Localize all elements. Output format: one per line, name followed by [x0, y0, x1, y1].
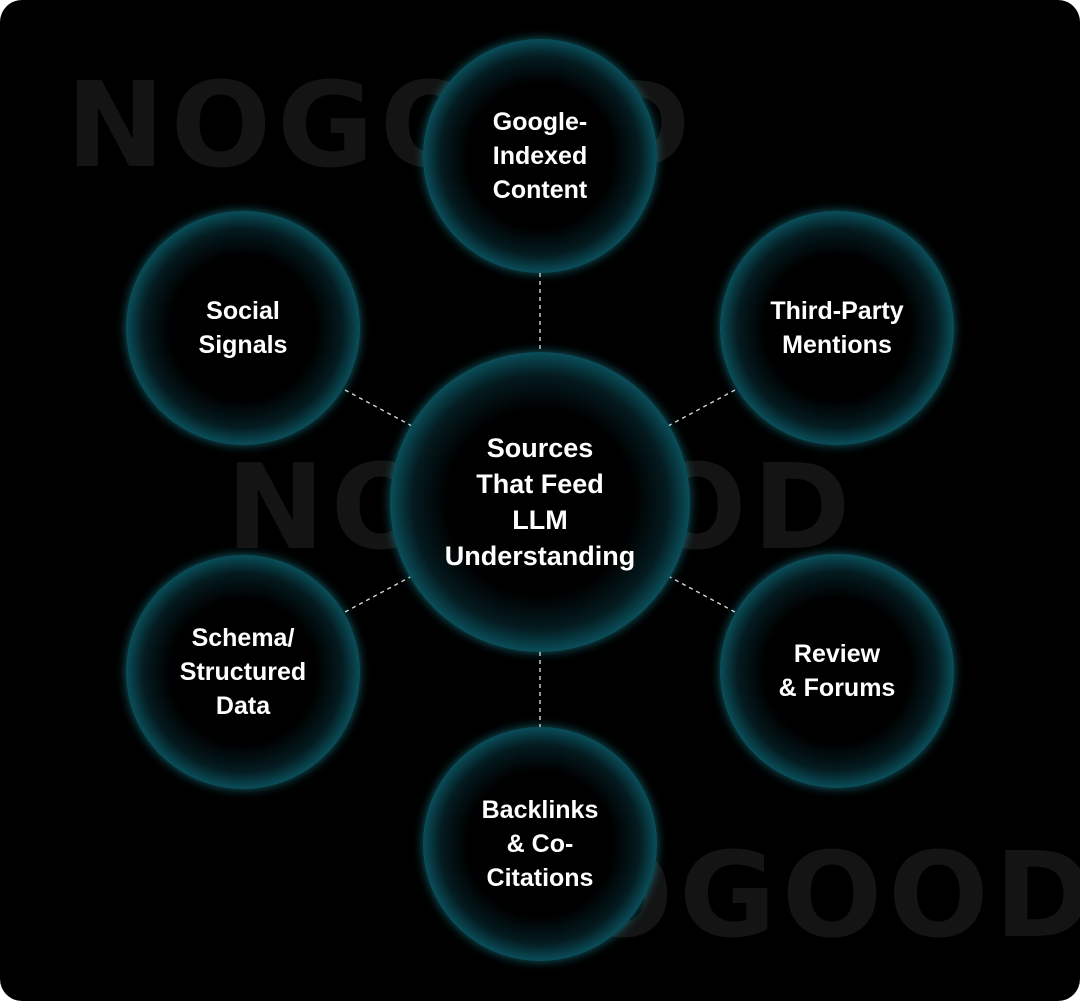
- node-third-party-mentions: Third-Party Mentions: [720, 211, 954, 445]
- node-google-indexed-content: Google- Indexed Content: [423, 39, 657, 273]
- node-schema-structured-data: Schema/ Structured Data: [126, 555, 360, 789]
- node-label: Social Signals: [198, 297, 288, 359]
- node-review-forums: Review & Forums: [720, 554, 954, 788]
- connector-social: [344, 389, 413, 427]
- node-label: Backlinks & Co- Citations: [481, 796, 599, 892]
- node-label: Review & Forums: [778, 640, 896, 702]
- node-label: Google- Indexed Content: [492, 108, 588, 204]
- node-label: Schema/ Structured Data: [179, 624, 307, 720]
- center-node-label: Sources That Feed LLM Understanding: [444, 433, 636, 571]
- node-social-signals: Social Signals: [126, 211, 360, 445]
- node-backlinks-co-citations: Backlinks & Co- Citations: [423, 727, 657, 961]
- connector-review: [667, 575, 736, 613]
- connector-schema: [344, 575, 413, 613]
- node-label: Third-Party Mentions: [770, 297, 904, 359]
- connector-third-party: [667, 389, 736, 427]
- center-node: Sources That Feed LLM Understanding: [390, 352, 690, 652]
